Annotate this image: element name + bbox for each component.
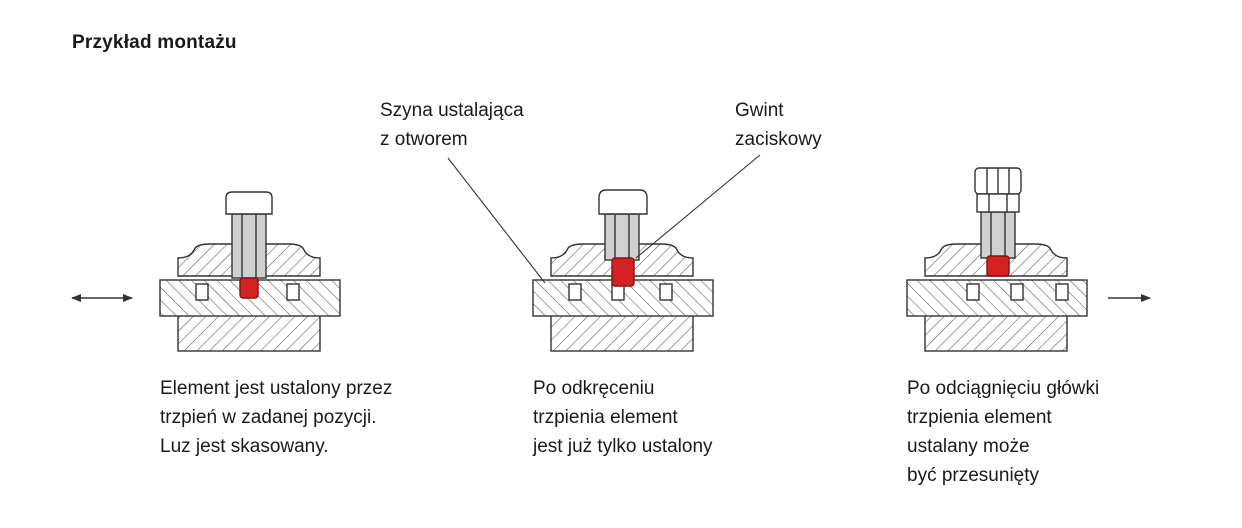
caption-line: jest już tylko ustalony: [533, 436, 713, 457]
clamping-thread-highlight: [611, 257, 635, 287]
caption-step-3: Po odciągnięciu główki trzpienia element…: [907, 374, 1099, 490]
base-block: [550, 312, 694, 352]
caption-line: trzpień w zadanej pozycji.: [160, 407, 377, 428]
caption-line: Po odciągnięciu główki: [907, 378, 1100, 399]
rail-leader-line: [447, 157, 546, 284]
pin-shank: [980, 211, 1016, 259]
rail-slot: [568, 283, 582, 301]
rail-slot: [1010, 283, 1024, 301]
rail-label-line: Szyna ustalająca: [380, 100, 524, 121]
rail-slot: [659, 283, 673, 301]
pin-shank: [231, 213, 267, 279]
pin-head-lower: [976, 193, 1020, 213]
caption-line: ustalany może: [907, 436, 1030, 457]
caption-line: Element jest ustalony przez: [160, 378, 393, 399]
rail-label: Szyna ustalająca z otworem: [380, 96, 524, 154]
thread-label: Gwint zaciskowy: [735, 96, 822, 154]
thread-leader-line: [635, 154, 761, 259]
assembly-step-3: [906, 167, 1088, 352]
pin-head: [225, 191, 273, 215]
rail-slot: [966, 283, 980, 301]
assembly-step-2: [447, 154, 761, 352]
base-block: [177, 312, 321, 352]
caption-line: Luz jest skasowany.: [160, 436, 329, 457]
rail-slot: [1055, 283, 1069, 301]
pin-tip-highlight: [986, 255, 1010, 277]
caption-step-1: Element jest ustalony przez trzpień w za…: [160, 374, 392, 461]
page-title: Przykład montażu: [72, 32, 237, 53]
pin-shank: [604, 213, 640, 261]
pin-tip-highlight: [239, 277, 259, 299]
thread-label-line: Gwint: [735, 100, 784, 121]
caption-line: Po odkręceniu: [533, 378, 655, 399]
rail-slot: [195, 283, 209, 301]
base-block: [924, 312, 1068, 352]
assembly-step-1: [159, 191, 341, 352]
rail-slot: [286, 283, 300, 301]
pin-head: [598, 189, 648, 215]
caption-line: trzpienia element: [533, 407, 678, 428]
caption-line: trzpienia element: [907, 407, 1052, 428]
thread-label-line: zaciskowy: [735, 129, 822, 150]
caption-line: być przesunięty: [907, 465, 1040, 486]
caption-step-2: Po odkręceniu trzpienia element jest już…: [533, 374, 713, 461]
rail-label-line: z otworem: [380, 129, 468, 150]
